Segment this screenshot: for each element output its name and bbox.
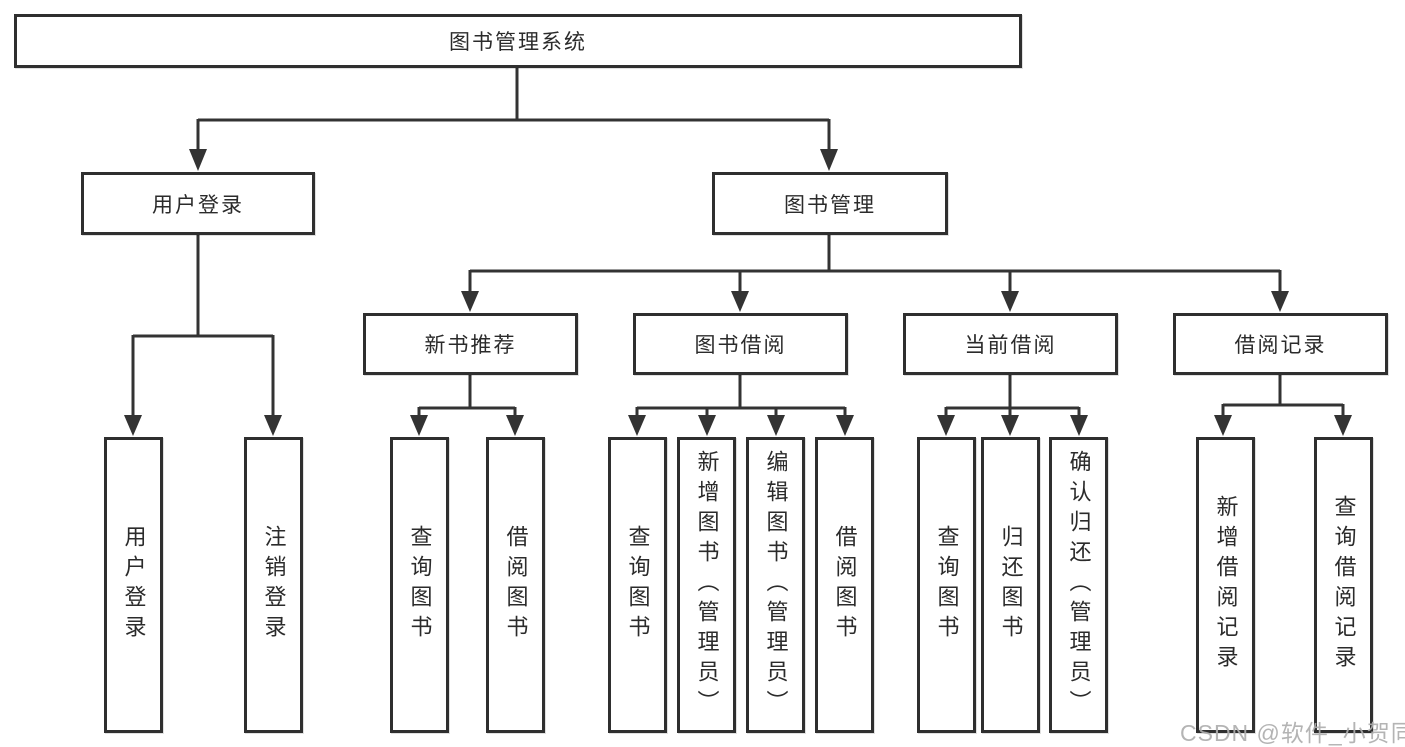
node-label: 新增图书（管理员）: [694, 450, 720, 720]
node-label: 用户登录: [121, 525, 147, 645]
node-label: 查询图书: [934, 525, 960, 645]
watermark: CSDN @软件_小贺同学: [1180, 720, 1405, 746]
node-library-management-system: 图书管理系统: [14, 14, 1022, 68]
node-current-borrowing: 当前借阅: [903, 313, 1118, 375]
leaf-edit-book-admin: 编辑图书（管理员）: [746, 437, 805, 733]
node-label: 注销登录: [261, 525, 287, 645]
leaf-confirm-return-admin: 确认归还（管理员）: [1049, 437, 1108, 733]
node-label: 查询图书: [407, 525, 433, 645]
node-label: 归还图书: [998, 525, 1024, 645]
leaf-return-books: 归还图书: [981, 437, 1040, 733]
node-label: 查询借阅记录: [1331, 495, 1357, 675]
leaf-query-books-borrowing: 查询图书: [608, 437, 667, 733]
node-user-login: 用户登录: [81, 172, 315, 235]
leaf-add-borrow-record: 新增借阅记录: [1196, 437, 1255, 733]
leaf-query-borrow-record: 查询借阅记录: [1314, 437, 1373, 733]
node-borrowing-records: 借阅记录: [1173, 313, 1388, 375]
node-label: 当前借阅: [964, 334, 1057, 357]
node-label: 借阅图书: [503, 525, 529, 645]
leaf-logout: 注销登录: [244, 437, 303, 733]
node-label: 借阅图书: [832, 525, 858, 645]
leaf-borrow-books-recommend: 借阅图书: [486, 437, 545, 733]
node-new-book-recommend: 新书推荐: [363, 313, 578, 375]
node-book-borrowing: 图书借阅: [633, 313, 848, 375]
leaf-user-login: 用户登录: [104, 437, 163, 733]
leaf-borrow-books: 借阅图书: [815, 437, 874, 733]
leaf-query-books-recommend: 查询图书: [390, 437, 449, 733]
node-label: 借阅记录: [1234, 334, 1327, 357]
node-book-management: 图书管理: [712, 172, 948, 235]
leaf-add-book-admin: 新增图书（管理员）: [677, 437, 736, 733]
leaf-query-books-current: 查询图书: [917, 437, 976, 733]
node-label: 编辑图书（管理员）: [763, 450, 789, 720]
node-label: 查询图书: [625, 525, 651, 645]
node-label: 用户登录: [152, 193, 244, 217]
node-label: 新书推荐: [424, 334, 517, 357]
node-label: 新增借阅记录: [1213, 495, 1239, 675]
node-label: 图书管理系统: [449, 31, 587, 54]
node-label: 图书管理: [784, 193, 876, 217]
node-label: 确认归还（管理员）: [1066, 450, 1092, 720]
node-label: 图书借阅: [694, 334, 787, 357]
